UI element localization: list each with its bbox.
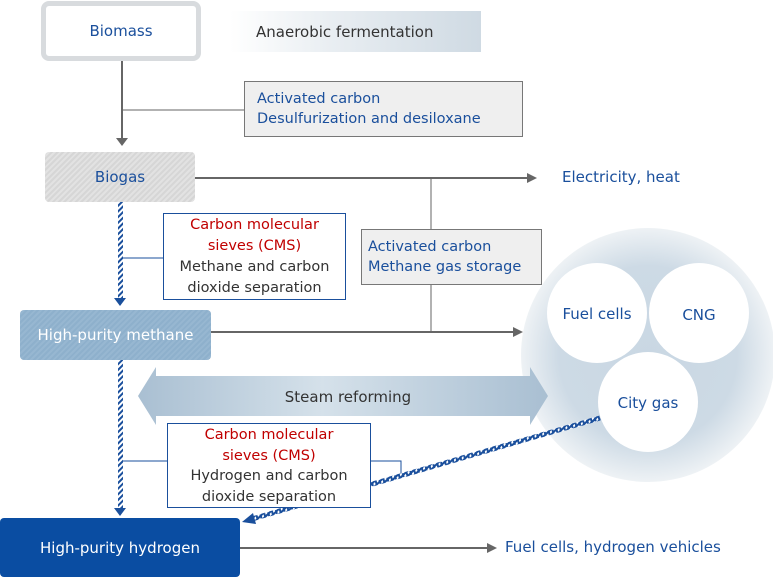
anaerobic-fermentation-label: Anaerobic fermentation [230,11,481,52]
cms1-line-2: sieves (CMS) [207,238,302,254]
activated-carbon-storage-box: Activated carbon Methane gas storage [361,229,542,285]
biogas-to-methane-hatched-line [118,202,123,298]
biomass-node: Biomass [41,1,201,61]
cms1-line-4: dioxide separation [187,280,322,296]
cms1-line-3: Methane and carbon [179,259,330,275]
high-purity-methane-node: High-purity methane [20,310,211,360]
arrowhead-icon [487,543,497,553]
cms-hydrogen-separation-box: Carbon molecular sieves (CMS) Hydrogen a… [167,423,371,508]
cms1-line-1: Carbon molecular [190,217,319,233]
desulf-line-2: Desulfurization and desiloxane [257,111,481,127]
high-purity-hydrogen-node: High-purity hydrogen [0,518,240,577]
cng-label: CNG [682,306,715,324]
arrowhead-icon [242,513,256,524]
steam-reforming-label: Steam reforming [285,388,411,406]
cms-methane-separation-box: Carbon molecular sieves (CMS) Methane an… [163,213,346,300]
steam-reforming-arrow [138,367,548,425]
storage-line-2: Methane gas storage [368,259,522,275]
cms2-line-1: Carbon molecular [204,427,334,443]
arrowhead-icon [114,298,126,306]
storage-line-1: Activated carbon [368,239,492,255]
arrowhead-icon [114,508,126,516]
fuel-cells-hydrogen-vehicles-label: Fuel cells, hydrogen vehicles [505,538,721,556]
city-gas-label: City gas [618,394,679,412]
arrowhead-icon [513,327,523,337]
cng-circle [649,263,749,363]
cms2-connector-right [371,460,402,474]
cms2-line-2: sieves (CMS) [222,447,316,464]
methane-to-hydrogen-hatched-line [118,360,123,508]
fuel-cells-label: Fuel cells [562,305,631,323]
activated-carbon-desulfurization-box: Activated carbon Desulfurization and des… [244,81,523,137]
city-gas-circle [598,352,698,452]
desulf-line-1: Activated carbon [257,91,381,107]
cms2-line-3: Hydrogen and carbon [190,468,348,484]
biogas-node: Biogas [45,152,195,202]
arrowhead-icon [116,138,128,146]
fuel-cells-circle [547,263,647,363]
cms2-line-4: dioxide separation [201,488,337,505]
electricity-heat-label: Electricity, heat [562,168,680,186]
arrowhead-icon [527,173,537,183]
